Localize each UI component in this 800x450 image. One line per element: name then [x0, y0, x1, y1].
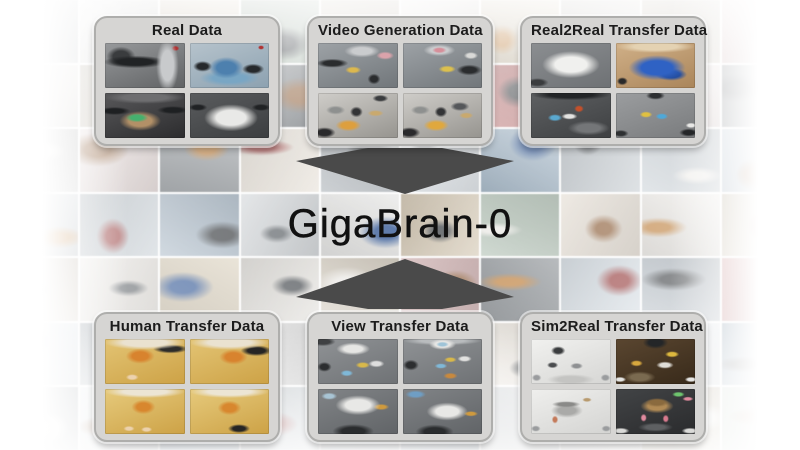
photo-human-bag-hand: [105, 339, 185, 384]
panel-title: Human Transfer Data: [109, 318, 265, 335]
up-arrow-icon: [296, 259, 514, 309]
panel-title: Video Generation Data: [318, 22, 483, 39]
panel-real2real-transfer-data: Real2Real Transfer Data: [520, 16, 708, 146]
down-arrow-icon: [296, 148, 514, 194]
photo-real2real-blue-mat-warm: [615, 43, 695, 88]
photo-videogen-coffee-machine: [318, 93, 398, 138]
panel-sim2real-transfer-data: Sim2Real Transfer Data: [520, 312, 706, 442]
collage-tile: [721, 0, 800, 63]
panel-video-generation-data: Video Generation Data: [307, 16, 493, 146]
collage-tile: [721, 322, 800, 386]
panel-human-transfer-data: Human Transfer Data: [94, 312, 280, 442]
photo-videogen-coffee-machine-gripper: [402, 93, 482, 138]
photo-grid: [531, 339, 695, 434]
photo-view-basket-discs: [318, 339, 398, 384]
collage-tile: [0, 258, 79, 321]
figure-title: GigaBrain-0: [287, 202, 513, 247]
photo-view-basket-angle2: [402, 339, 482, 384]
photo-grid: [318, 339, 482, 434]
photo-human-bag-gripper-low: [189, 389, 269, 434]
photo-real-white-cloth-table: [189, 93, 269, 138]
photo-real2real-white-cloth-floor: [531, 43, 611, 88]
photo-grid: [105, 43, 269, 138]
panel-view-transfer-data: View Transfer Data: [307, 312, 493, 442]
photo-sim2real-real-dark-wood: [615, 339, 695, 384]
panel-title: View Transfer Data: [331, 318, 469, 335]
photo-sim2real-sim-white-scene: [531, 339, 611, 384]
panel-title: Real2Real Transfer Data: [531, 22, 708, 39]
photo-videogen-tray-pink-gripper: [318, 43, 398, 88]
photo-sim2real-sim-white-table: [531, 389, 611, 434]
panel-title: Sim2Real Transfer Data: [531, 318, 703, 335]
photo-human-bag-gripper: [189, 339, 269, 384]
photo-grid: [531, 43, 695, 138]
photo-human-bag-two-hands: [105, 389, 185, 434]
panel-real-data: Real Data: [94, 16, 280, 146]
photo-real-blue-workcell: [189, 43, 269, 88]
collage-tile: [721, 64, 800, 128]
collage-tile: [0, 322, 79, 386]
photo-grid: [318, 43, 482, 138]
photo-videogen-tray-discs: [402, 43, 482, 88]
photo-real-robot-arm-gray: [105, 43, 185, 88]
collage-tile: [0, 0, 79, 63]
collage-tile: [0, 64, 79, 128]
photo-view-basket-close: [318, 389, 398, 434]
photo-real2real-dark-floor-cups: [531, 93, 611, 138]
photo-sim2real-real-wooden-box: [615, 389, 695, 434]
collage-tile: [721, 258, 800, 321]
collage-tile: [721, 129, 800, 192]
collage-tile: [0, 129, 79, 192]
panel-title: Real Data: [151, 22, 223, 39]
photo-grid: [105, 339, 269, 434]
collage-tile: [721, 387, 800, 450]
photo-view-basket-close-2: [402, 389, 482, 434]
photo-real-box-green-screen: [105, 93, 185, 138]
collage-tile: [0, 387, 79, 450]
photo-real2real-gray-floor-cups: [615, 93, 695, 138]
